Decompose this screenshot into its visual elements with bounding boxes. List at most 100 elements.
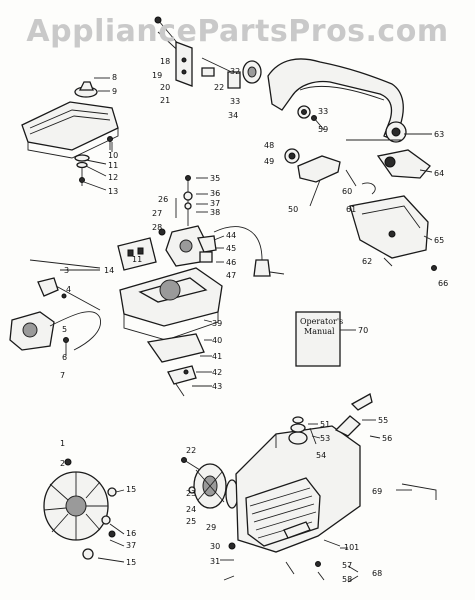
operators-manual: Operator's Manual 70 bbox=[295, 311, 368, 367]
callout-26: 26 bbox=[158, 195, 168, 204]
callout-64: 64 bbox=[434, 169, 444, 178]
callout-30: 30 bbox=[210, 542, 220, 551]
callout-66: 66 bbox=[438, 279, 448, 288]
callout-9: 9 bbox=[112, 87, 117, 96]
hand-guard bbox=[349, 195, 437, 271]
callout-25: 25 bbox=[186, 517, 196, 526]
callout-39: 39 bbox=[212, 319, 222, 328]
callout-50: 50 bbox=[288, 205, 298, 214]
callout-22-top: 22 bbox=[214, 83, 224, 92]
cover-screw-parts bbox=[74, 136, 113, 186]
callout-5: 5 bbox=[62, 325, 67, 334]
callout-47: 47 bbox=[226, 271, 236, 280]
callout-18: 18 bbox=[160, 57, 170, 66]
callout-62: 62 bbox=[362, 257, 372, 266]
callout-3: 3 bbox=[64, 266, 69, 275]
callout-1: 1 bbox=[60, 439, 65, 448]
manual-line1: Operator's bbox=[300, 317, 343, 326]
callout-60: 60 bbox=[342, 187, 352, 196]
callout-57: 57 bbox=[342, 561, 352, 570]
manual-line2: Manual bbox=[304, 327, 335, 336]
callout-33-a: 33 bbox=[230, 97, 240, 106]
handle-mount-parts bbox=[297, 105, 325, 131]
throttle-linkage bbox=[284, 148, 376, 207]
callout-42: 42 bbox=[212, 368, 222, 377]
callout-35: 35 bbox=[210, 174, 220, 183]
callout-46: 46 bbox=[226, 258, 236, 267]
callout-4: 4 bbox=[66, 285, 71, 294]
ignition-module bbox=[9, 311, 101, 351]
callout-31: 31 bbox=[210, 557, 220, 566]
callout-59: 59 bbox=[318, 125, 328, 134]
intake-gaskets bbox=[146, 333, 205, 397]
fuel-line-filter bbox=[199, 226, 271, 277]
front-handle bbox=[267, 58, 407, 143]
manual-callout: 70 bbox=[358, 326, 368, 335]
callout-27: 27 bbox=[152, 209, 162, 218]
callout-32: 32 bbox=[230, 67, 240, 76]
callout-45: 45 bbox=[226, 244, 236, 253]
callout-28: 28 bbox=[152, 223, 162, 232]
callout-16: 16 bbox=[126, 529, 136, 538]
callout-65: 65 bbox=[434, 236, 444, 245]
module-screws bbox=[29, 259, 101, 356]
callout-37-bottom: 37 bbox=[126, 541, 136, 550]
callout-labels: 8 9 10 11 12 13 19 18 20 21 22 32 33 34 … bbox=[60, 57, 448, 584]
callout-38: 38 bbox=[210, 208, 220, 217]
callout-63: 63 bbox=[434, 130, 444, 139]
callout-36: 36 bbox=[210, 189, 220, 198]
callout-56: 56 bbox=[382, 434, 392, 443]
callout-29: 29 bbox=[206, 523, 216, 532]
callout-33-b: 33 bbox=[318, 107, 328, 116]
engine-housing bbox=[235, 416, 361, 553]
flywheel bbox=[43, 458, 117, 560]
callout-21: 21 bbox=[160, 96, 170, 105]
callout-24: 24 bbox=[186, 505, 196, 514]
callout-44: 44 bbox=[226, 231, 236, 240]
callout-22-bottom: 22 bbox=[186, 446, 196, 455]
callout-58: 58 bbox=[342, 575, 352, 584]
callout-53: 53 bbox=[320, 434, 330, 443]
spark-plug-boot bbox=[37, 277, 101, 311]
callout-7: 7 bbox=[60, 371, 65, 380]
filter-knob bbox=[74, 81, 98, 98]
starter-pulley bbox=[181, 457, 239, 550]
callout-51: 51 bbox=[320, 420, 330, 429]
callout-19: 19 bbox=[152, 71, 162, 80]
callout-55: 55 bbox=[378, 416, 388, 425]
fuel-cap bbox=[334, 393, 373, 437]
callout-68: 68 bbox=[372, 569, 382, 578]
callout-20: 20 bbox=[160, 83, 170, 92]
carburetor bbox=[158, 175, 217, 267]
callout-11-mid: 11 bbox=[132, 255, 142, 264]
callout-61: 61 bbox=[346, 205, 356, 214]
callout-49: 49 bbox=[264, 157, 274, 166]
callout-41: 41 bbox=[212, 352, 222, 361]
callout-12: 12 bbox=[108, 173, 118, 182]
watermark: AppliancePartsPros.com bbox=[26, 14, 449, 49]
choke-block bbox=[117, 237, 157, 271]
callout-54: 54 bbox=[316, 451, 326, 460]
callout-11: 11 bbox=[108, 161, 118, 170]
callout-40: 40 bbox=[212, 336, 222, 345]
callout-6: 6 bbox=[62, 353, 67, 362]
callout-23: 23 bbox=[186, 489, 196, 498]
callout-8: 8 bbox=[112, 73, 117, 82]
callout-37-top: 37 bbox=[210, 199, 220, 208]
air-box bbox=[119, 267, 223, 341]
housing-screws bbox=[285, 539, 341, 581]
callout-2: 2 bbox=[60, 459, 65, 468]
callout-14: 14 bbox=[104, 266, 114, 275]
air-filter-cover bbox=[21, 101, 119, 159]
callout-10: 10 bbox=[108, 151, 118, 160]
callout-69: 69 bbox=[372, 487, 382, 496]
callout-43: 43 bbox=[212, 382, 222, 391]
trigger-switch bbox=[376, 149, 431, 179]
callout-48: 48 bbox=[264, 141, 274, 150]
callout-101: 101 bbox=[344, 543, 359, 552]
bar-bolts bbox=[154, 16, 262, 89]
chain-tensioner-tool bbox=[401, 483, 437, 500]
leader-lines bbox=[60, 77, 433, 583]
